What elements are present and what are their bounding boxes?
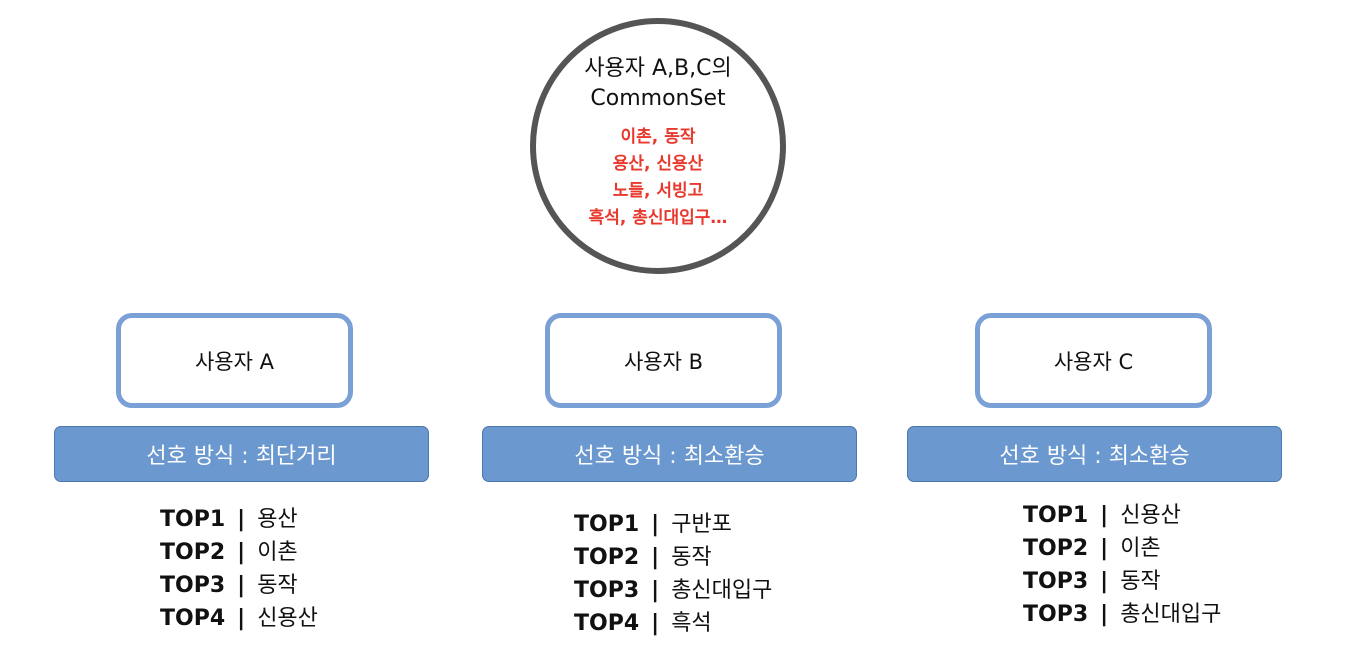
rank-row: TOP2 | 동작 <box>574 541 772 574</box>
rank-row: TOP4 | 흑석 <box>574 607 772 640</box>
rank-station: 동작 <box>671 545 712 570</box>
rank-row: TOP3 | 동작 <box>160 569 318 602</box>
rank-row: TOP1 | 구반포 <box>574 508 772 541</box>
rank-separator: | <box>651 512 660 537</box>
user-b-preference: 선호 방식 : 최소환승 <box>482 426 857 482</box>
rank-label: TOP4 <box>160 606 226 631</box>
rank-label: TOP3 <box>574 578 640 603</box>
user-c-preference: 선호 방식 : 최소환승 <box>907 426 1282 482</box>
rank-separator: | <box>651 611 660 636</box>
rank-row: TOP4 | 신용산 <box>160 602 318 635</box>
user-b-preference-label: 선호 방식 : 최소환승 <box>574 444 765 469</box>
rank-label: TOP2 <box>1023 536 1089 561</box>
user-a-ranks: TOP1 | 용산 TOP2 | 이촌 TOP3 | 동작 TOP4 | 신용산 <box>160 503 318 635</box>
rank-station: 총신대입구 <box>1120 602 1222 627</box>
rank-row: TOP2 | 이촌 <box>1023 532 1221 565</box>
rank-row: TOP3 | 동작 <box>1023 565 1221 598</box>
rank-station: 신용산 <box>257 606 318 631</box>
rank-separator: | <box>651 545 660 570</box>
rank-station: 이촌 <box>1120 536 1161 561</box>
rank-label: TOP4 <box>574 611 640 636</box>
rank-separator: | <box>1100 569 1109 594</box>
common-set-item: 이촌, 동작 <box>620 127 696 147</box>
rank-station: 흑석 <box>671 611 712 636</box>
rank-separator: | <box>237 507 246 532</box>
rank-label: TOP3 <box>160 573 226 598</box>
rank-label: TOP3 <box>1023 602 1089 627</box>
common-set-item: 흑석, 총신대입구… <box>588 208 728 228</box>
common-set-item: 노들, 서빙고 <box>612 181 704 201</box>
rank-station: 구반포 <box>671 512 732 537</box>
rank-row: TOP1 | 신용산 <box>1023 499 1221 532</box>
rank-station: 이촌 <box>257 540 298 565</box>
rank-separator: | <box>1100 602 1109 627</box>
common-set-item: 용산, 신용산 <box>612 154 704 174</box>
rank-label: TOP1 <box>160 507 226 532</box>
common-set-items: 이촌, 동작 용산, 신용산 노들, 서빙고 흑석, 총신대입구… <box>536 124 780 232</box>
rank-separator: | <box>237 573 246 598</box>
rank-label: TOP2 <box>574 545 640 570</box>
rank-station: 총신대입구 <box>671 578 773 603</box>
user-c-preference-label: 선호 방식 : 최소환승 <box>999 444 1190 469</box>
user-c-box: 사용자 C <box>975 313 1212 408</box>
common-set-title-line2: CommonSet <box>590 86 726 111</box>
rank-separator: | <box>1100 503 1109 528</box>
rank-row: TOP3 | 총신대입구 <box>574 574 772 607</box>
common-set-circle: 사용자 A,B,C의 CommonSet 이촌, 동작 용산, 신용산 노들, … <box>530 18 786 274</box>
user-c-name: 사용자 C <box>1053 349 1134 374</box>
rank-separator: | <box>651 578 660 603</box>
rank-separator: | <box>237 606 246 631</box>
user-b-ranks: TOP1 | 구반포 TOP2 | 동작 TOP3 | 총신대입구 TOP4 |… <box>574 508 772 640</box>
user-b-box: 사용자 B <box>545 313 782 408</box>
user-a-preference: 선호 방식 : 최단거리 <box>54 426 429 482</box>
rank-label: TOP3 <box>1023 569 1089 594</box>
user-a-name: 사용자 A <box>194 349 274 374</box>
rank-label: TOP2 <box>160 540 226 565</box>
rank-station: 동작 <box>1120 569 1161 594</box>
user-a-preference-label: 선호 방식 : 최단거리 <box>146 444 337 469</box>
rank-row: TOP2 | 이촌 <box>160 536 318 569</box>
rank-station: 신용산 <box>1120 503 1181 528</box>
user-b-name: 사용자 B <box>623 349 704 374</box>
rank-label: TOP1 <box>1023 503 1089 528</box>
common-set-title: 사용자 A,B,C의 CommonSet <box>536 54 780 114</box>
rank-label: TOP1 <box>574 512 640 537</box>
rank-separator: | <box>1100 536 1109 561</box>
rank-station: 동작 <box>257 573 298 598</box>
rank-row: TOP3 | 총신대입구 <box>1023 598 1221 631</box>
user-c-ranks: TOP1 | 신용산 TOP2 | 이촌 TOP3 | 동작 TOP3 | 총신… <box>1023 499 1221 631</box>
rank-station: 용산 <box>257 507 298 532</box>
user-a-box: 사용자 A <box>116 313 353 408</box>
rank-separator: | <box>237 540 246 565</box>
common-set-title-line1: 사용자 A,B,C의 <box>584 56 732 81</box>
rank-row: TOP1 | 용산 <box>160 503 318 536</box>
